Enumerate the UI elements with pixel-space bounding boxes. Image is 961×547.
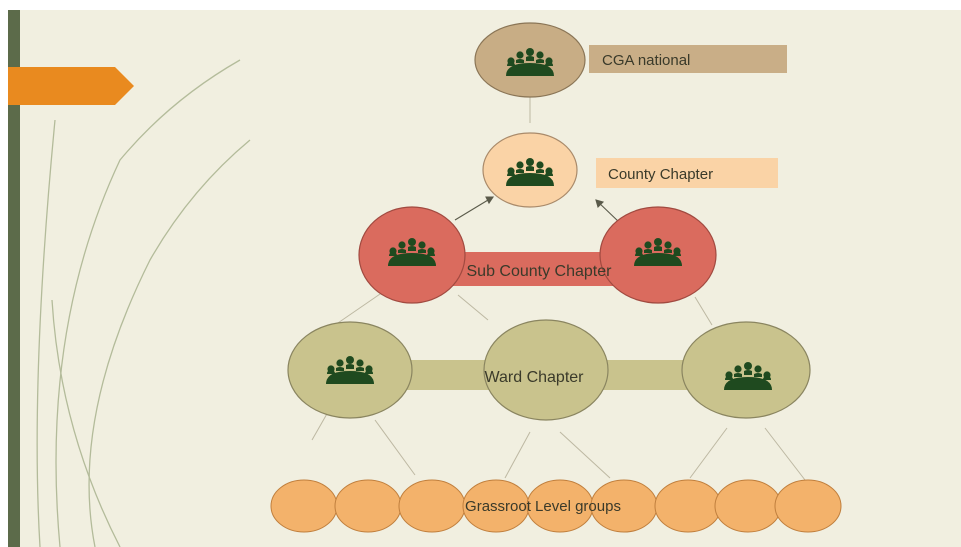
county-chapter-label-box xyxy=(596,158,778,188)
grassroot-groups xyxy=(270,479,842,533)
ward-chapter-label: Ward Chapter xyxy=(485,369,585,386)
side-bar xyxy=(8,10,20,547)
sub-county-chapter-label: Sub County Chapter xyxy=(467,263,613,280)
county-chapter-label: County Chapter xyxy=(608,166,713,183)
cga-national-label: CGA national xyxy=(602,52,690,69)
cga-national-label-box xyxy=(589,45,787,73)
decorative-curves xyxy=(36,59,251,547)
orange-arrow-shape xyxy=(8,67,134,105)
ward-node-right xyxy=(681,321,811,419)
ward-node-left xyxy=(287,321,413,419)
connectors xyxy=(311,96,806,481)
ward-node-center xyxy=(483,319,609,421)
arrows xyxy=(454,196,621,224)
grassroot-level-groups-label: Grassroot Level groups xyxy=(465,498,621,515)
